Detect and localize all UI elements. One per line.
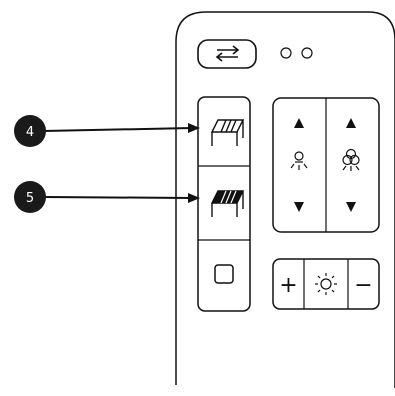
brightness-minus-button[interactable]: − — [354, 273, 372, 298]
square-button[interactable] — [199, 241, 249, 310]
indicator-led-2 — [301, 47, 313, 59]
callout-5: 5 — [14, 181, 200, 213]
brightness-panel — [272, 258, 380, 310]
swap-button[interactable] — [197, 39, 257, 69]
callout-4-label: 4 — [26, 125, 34, 140]
light-up-button[interactable] — [294, 118, 304, 128]
indicator-led-1 — [280, 47, 292, 59]
rgb-up-button[interactable] — [346, 118, 356, 128]
square-icon — [214, 264, 234, 284]
pergola-partial-button[interactable] — [199, 98, 249, 165]
rgb-down-button[interactable] — [346, 202, 356, 212]
brightness-plus-button[interactable]: + — [279, 273, 297, 298]
left-button-column — [197, 96, 251, 312]
remote-body — [175, 11, 395, 388]
rgb-light-icon — [342, 148, 360, 171]
light-down-button[interactable] — [294, 202, 304, 212]
pergola-outline-icon — [210, 119, 245, 146]
pergola-filled-icon — [210, 190, 245, 217]
brightness-icon — [315, 273, 337, 295]
callout-4: 4 — [14, 115, 200, 147]
pergola-full-button[interactable] — [199, 167, 249, 239]
light-control-panel — [272, 97, 380, 233]
swap-arrows-icon — [215, 45, 240, 62]
callout-5-label: 5 — [26, 191, 34, 206]
single-light-icon — [290, 151, 308, 170]
